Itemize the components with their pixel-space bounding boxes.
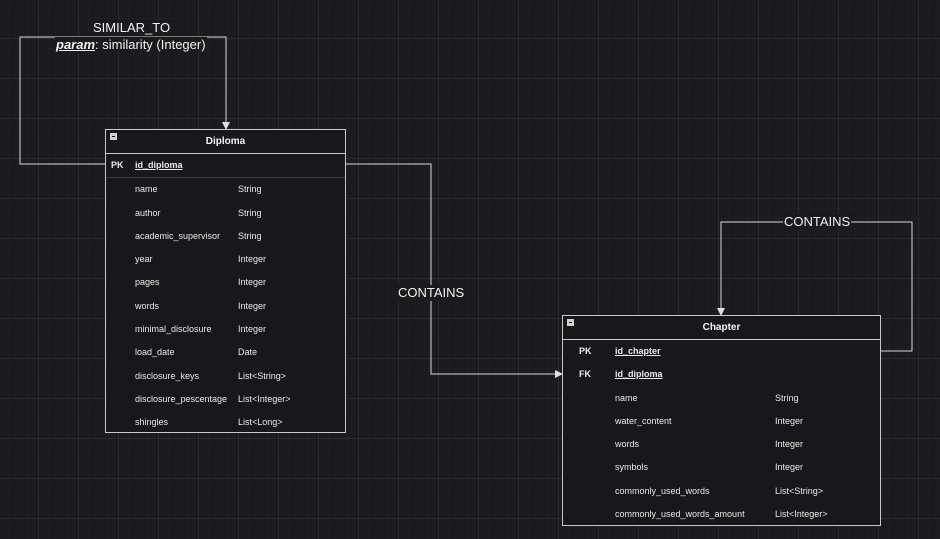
- field-row[interactable]: load_date Date: [106, 341, 345, 364]
- field-row[interactable]: words Integer: [106, 295, 345, 318]
- key-badge: PK: [111, 160, 124, 170]
- field-row[interactable]: commonly_used_words List<String>: [563, 480, 880, 503]
- field-type: Integer: [238, 324, 267, 335]
- edge-label-similar-to[interactable]: SIMILAR_TO: [92, 20, 172, 36]
- field-name: shingles: [135, 417, 169, 428]
- field-name: name: [135, 184, 158, 195]
- edge-label-diploma-contains[interactable]: CONTAINS: [397, 285, 466, 301]
- entity-header[interactable]: Diploma: [106, 130, 345, 154]
- field-name: water_content: [615, 415, 672, 426]
- field-name: words: [615, 439, 640, 450]
- field-name: minimal_disclosure: [135, 324, 212, 335]
- field-type: Integer: [238, 300, 267, 311]
- field-type: String: [238, 184, 262, 195]
- field-name: academic_supervisor: [135, 230, 221, 241]
- field-row[interactable]: pages Integer: [106, 271, 345, 294]
- field-row[interactable]: name String: [563, 387, 880, 410]
- field-type: Integer: [238, 254, 267, 265]
- field-type: Integer: [238, 277, 267, 288]
- key-field: id_diploma: [615, 369, 663, 380]
- field-type: Integer: [775, 439, 804, 450]
- field-row[interactable]: academic_supervisor String: [106, 225, 345, 248]
- field-name: author: [135, 207, 161, 218]
- collapse-icon[interactable]: [110, 133, 117, 140]
- key-field: id_diploma: [135, 160, 183, 170]
- field-type: String: [775, 392, 799, 403]
- field-row[interactable]: author String: [106, 202, 345, 225]
- entity-chapter[interactable]: Chapter PK id_chapter FK id_diploma name…: [562, 315, 881, 526]
- field-name: pages: [135, 277, 160, 288]
- key-row[interactable]: FK id_diploma: [563, 363, 880, 386]
- field-type: List<Integer>: [775, 509, 828, 520]
- field-type: Integer: [775, 462, 804, 473]
- edge-label-chapter-contains[interactable]: CONTAINS: [783, 214, 852, 230]
- param-keyword: param: [56, 37, 96, 52]
- field-name: commonly_used_words_amount: [615, 509, 745, 520]
- entity-title: Diploma: [205, 136, 246, 147]
- entity-header[interactable]: Chapter: [563, 316, 880, 340]
- field-row[interactable]: disclosure_keys List<String>: [106, 365, 345, 388]
- field-row[interactable]: year Integer: [106, 248, 345, 271]
- field-name: year: [135, 254, 153, 265]
- key-badge: PK: [579, 346, 592, 356]
- key-field: id_chapter: [615, 346, 661, 356]
- field-row[interactable]: disclosure_pescentage List<Integer>: [106, 388, 345, 411]
- field-name: words: [135, 300, 160, 311]
- field-row[interactable]: shingles List<Long>: [106, 411, 345, 434]
- field-row[interactable]: symbols Integer: [563, 456, 880, 479]
- field-row[interactable]: name String: [106, 178, 345, 201]
- field-name: symbols: [615, 462, 649, 473]
- collapse-icon[interactable]: [567, 319, 574, 326]
- edge-name: SIMILAR_TO: [93, 20, 171, 35]
- param-text: : similarity (Integer): [95, 37, 206, 52]
- key-row[interactable]: PK id_chapter: [563, 340, 880, 363]
- field-name: commonly_used_words: [615, 485, 710, 496]
- field-name: disclosure_pescentage: [135, 393, 228, 404]
- key-badge: FK: [579, 369, 591, 380]
- key-row[interactable]: PK id_diploma: [106, 154, 345, 179]
- edge-label-similar-to-param[interactable]: param: similarity (Integer): [55, 37, 207, 53]
- field-name: disclosure_keys: [135, 370, 200, 381]
- field-type: String: [238, 207, 262, 218]
- field-type: List<String>: [775, 485, 824, 496]
- entity-title: Chapter: [702, 322, 741, 333]
- field-type: String: [238, 230, 262, 241]
- edge-diploma-contains-chapter[interactable]: [346, 163, 563, 378]
- field-row[interactable]: minimal_disclosure Integer: [106, 318, 345, 341]
- field-type: List<Long>: [238, 417, 283, 428]
- field-type: Date: [238, 347, 258, 358]
- field-type: List<Integer>: [238, 393, 291, 404]
- field-row[interactable]: commonly_used_words_amount List<Integer>: [563, 503, 880, 526]
- field-name: name: [615, 392, 638, 403]
- field-row[interactable]: water_content Integer: [563, 410, 880, 433]
- field-name: load_date: [135, 347, 175, 358]
- field-row[interactable]: words Integer: [563, 433, 880, 456]
- field-type: List<String>: [238, 370, 287, 381]
- field-type: Integer: [775, 415, 804, 426]
